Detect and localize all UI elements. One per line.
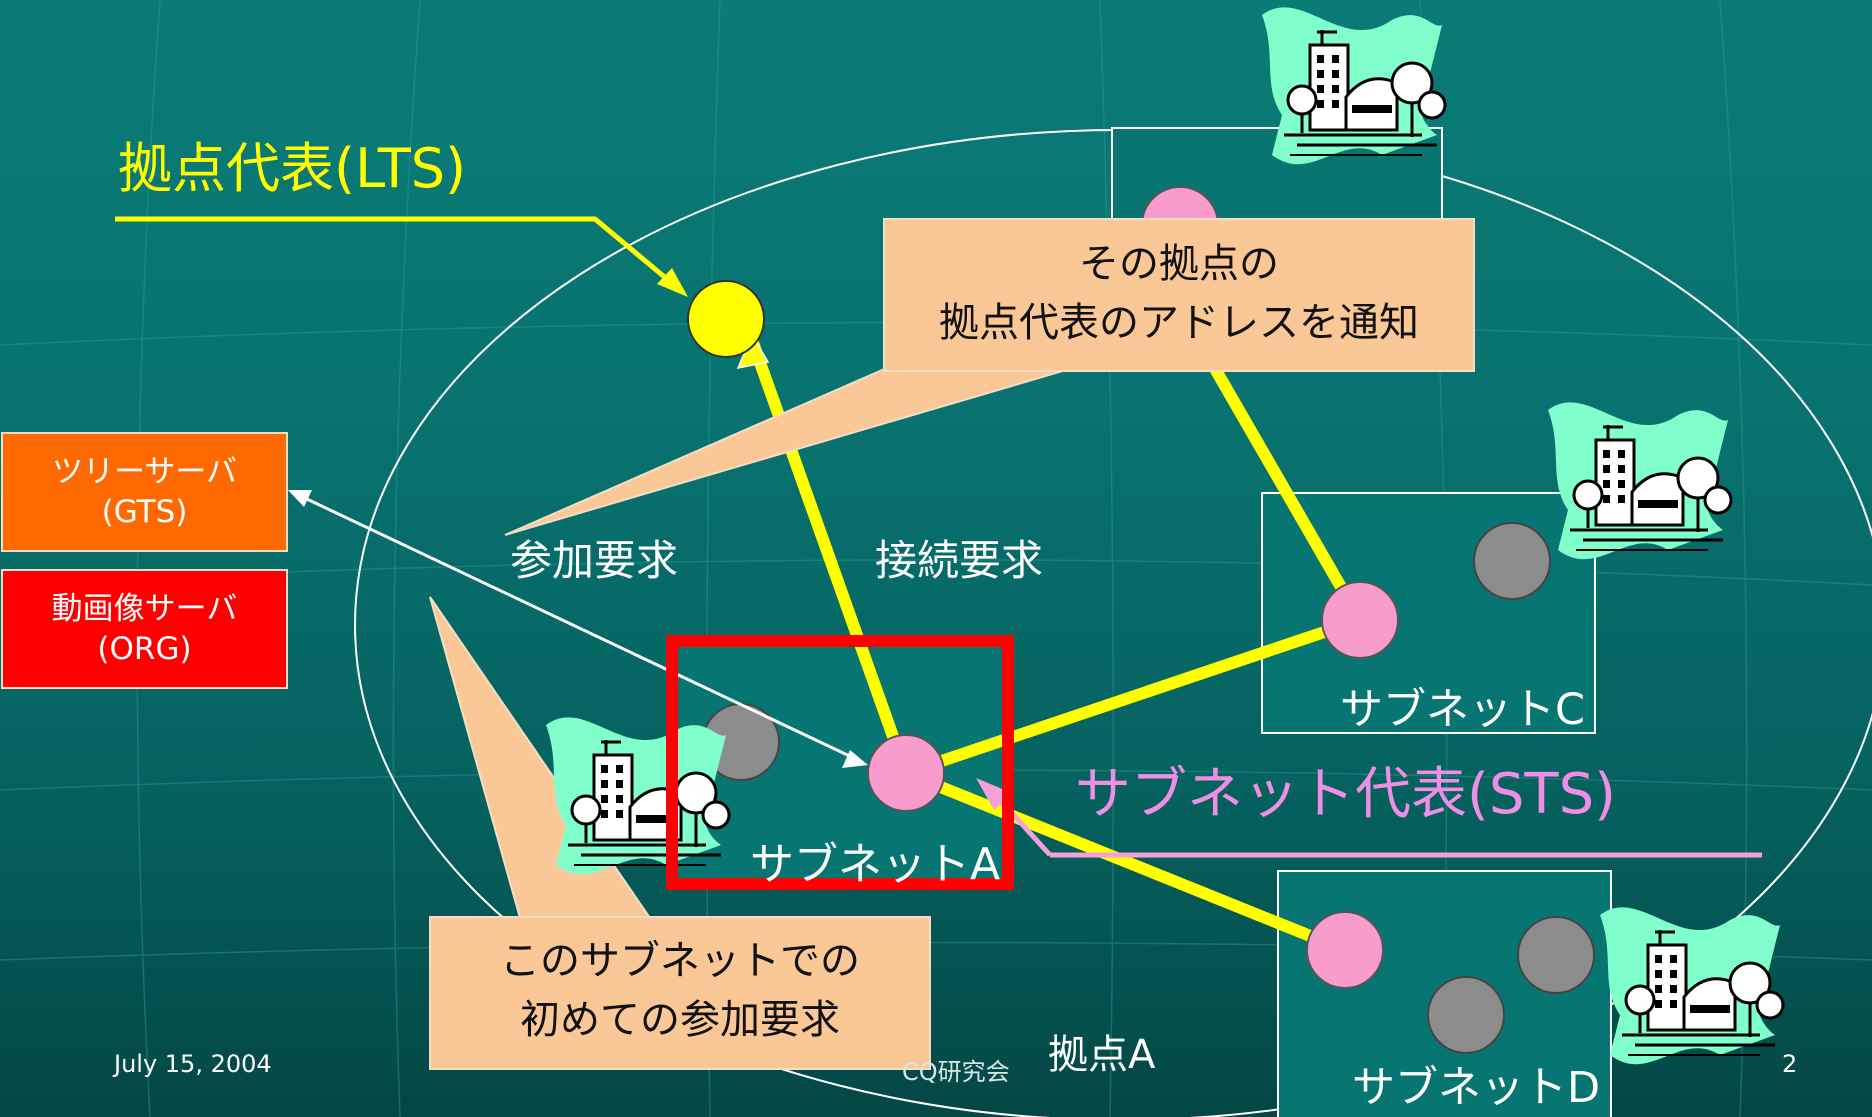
sts-label: サブネット代表(STS) [1075, 762, 1616, 827]
lts-leader-arrowhead [657, 268, 688, 297]
lts-leader-line [115, 216, 669, 281]
callout-first-join-text: このサブネットでの 初めての参加要求 [430, 932, 930, 1050]
gts-server-abbr: (GTS) [101, 494, 188, 530]
site-label: 拠点A [1048, 1032, 1156, 1078]
building-icon [1260, 5, 1447, 166]
subnet-a-highlight [666, 635, 1014, 890]
footer-org: CQ研究会 [902, 1058, 1010, 1086]
join-request-arrow [291, 490, 859, 762]
subnet-d-label: サブネットD [1352, 1063, 1601, 1113]
join-request-label: 参加要求 [510, 536, 679, 585]
sts-node-c [1321, 581, 1399, 659]
callout-notify-text: その拠点の 拠点代表のアドレスを通知 [884, 235, 1474, 353]
tree-links [746, 334, 1366, 956]
subnet-c-box [1261, 492, 1596, 734]
subnet-c-label: サブネットC [1340, 685, 1586, 735]
callout-first-join-box [429, 916, 931, 1070]
org-server-name: 動画像サーバ [51, 590, 238, 627]
gts-server-box: ツリーサーバ (GTS) [1, 432, 288, 552]
org-server-box: 動画像サーバ (ORG) [1, 569, 288, 689]
building-icon [1546, 400, 1733, 561]
callout-notify-line2: 拠点代表のアドレスを通知 [939, 300, 1419, 347]
callout-notify-line1: その拠点の [1079, 241, 1279, 287]
client-node-c [1473, 522, 1551, 600]
sts-leader-arrowhead [976, 778, 1012, 810]
callout-first-join-line1: このサブネットでの [500, 938, 860, 984]
lts-node [687, 280, 765, 358]
gts-server-name: ツリーサーバ [51, 453, 238, 490]
org-server-abbr: (ORG) [97, 631, 192, 667]
subnet-a-label: サブネットA [750, 839, 1001, 890]
connect-request-label: 接続要求 [875, 536, 1044, 585]
client-node-d2 [1427, 976, 1505, 1054]
lts-label: 拠点代表(LTS) [118, 137, 467, 200]
page-number: 2 [1782, 1050, 1798, 1078]
client-node-d1 [1517, 916, 1595, 994]
footer-date: July 15, 2004 [114, 1050, 272, 1078]
sts-node-a [867, 734, 945, 812]
callout-notify-box [883, 218, 1475, 372]
sts-node-d [1306, 911, 1384, 989]
callout-first-join-line2: 初めての参加要求 [520, 997, 840, 1044]
building-icon [1598, 905, 1785, 1066]
